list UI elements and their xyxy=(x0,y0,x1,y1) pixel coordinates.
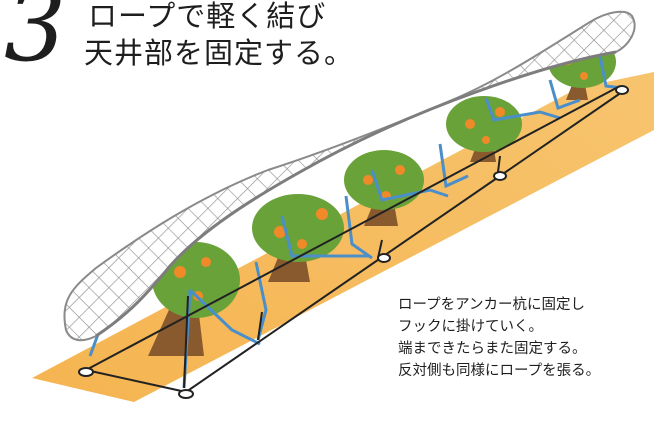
caption-line: 反対側も同様にロープを張る。 xyxy=(398,363,601,379)
step-number: 3 xyxy=(4,0,67,84)
frame-poles xyxy=(88,55,623,389)
net-edge xyxy=(95,50,617,338)
anchor-stakes xyxy=(78,85,629,399)
step-heading: ロープで軽く結び 天井部を固定する。 xyxy=(82,0,354,72)
caption-line: 端まできたらまた固定する。 xyxy=(398,341,587,357)
heading-line: ロープで軽く結び xyxy=(88,0,327,33)
caption-line: ロープをアンカー杭に固定し xyxy=(398,297,586,313)
caption-text: ロープをアンカー杭に固定し フックに掛けていく。 端まできたらまた固定する。 反… xyxy=(398,294,600,382)
caption-line: フックに掛けていく。 xyxy=(398,319,543,335)
heading-line: 天井部を固定する。 xyxy=(84,36,355,70)
